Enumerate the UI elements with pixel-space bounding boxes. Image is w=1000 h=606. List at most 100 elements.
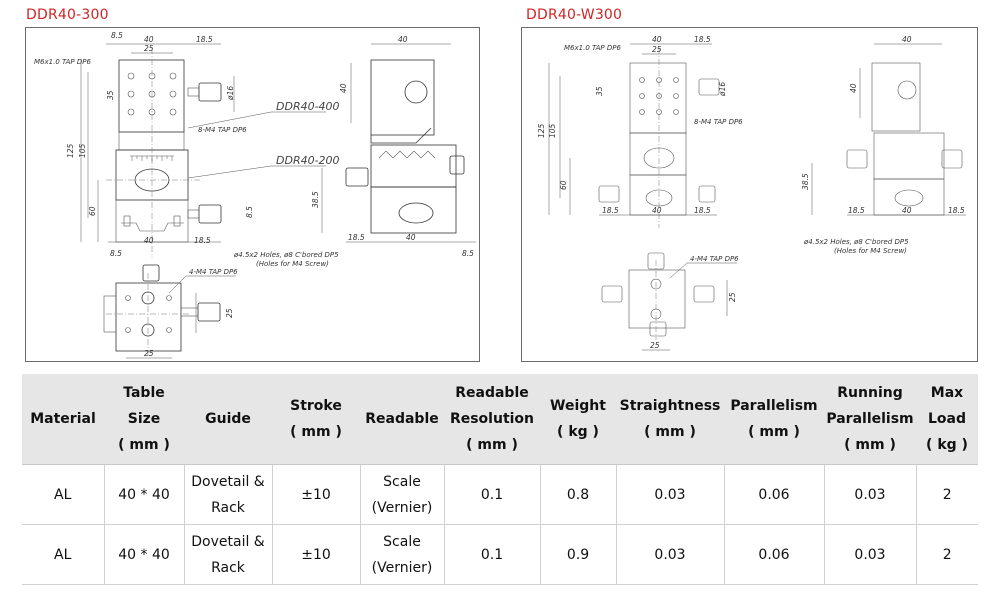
dim-125: 125 bbox=[66, 143, 75, 158]
note-m4-tap: 8-M4 TAP DP6 bbox=[198, 126, 247, 134]
right-drawing-title: DDR40-W300 bbox=[526, 7, 623, 23]
cell-text: ±10 bbox=[301, 486, 331, 503]
cell-parallelism: 0.06 bbox=[723, 464, 825, 525]
cell-text: 0.1 bbox=[480, 546, 504, 563]
cell-text: 0.03 bbox=[654, 486, 686, 503]
header-text: ( mm ) bbox=[644, 424, 696, 440]
cell-max-load: 2 bbox=[915, 524, 978, 585]
header-weight: Weight( kg ) bbox=[540, 374, 616, 465]
cell-text: AL bbox=[54, 486, 72, 503]
cell-text: Dovetail & bbox=[191, 473, 265, 490]
cell-text: 0.8 bbox=[566, 486, 590, 503]
table-row: AL 40 * 40 Dovetail &Rack ±10 Scale(Vernier)… bbox=[22, 464, 978, 525]
cell-running-parallelism: 0.03 bbox=[823, 524, 917, 585]
cell-readable: Scale(Vernier) bbox=[359, 464, 445, 525]
dim-r-18-5-b: 18.5 bbox=[602, 206, 619, 215]
dim-35: 35 bbox=[106, 90, 115, 100]
dim-r-35: 35 bbox=[595, 86, 604, 96]
header-material: Material bbox=[22, 374, 104, 465]
cell-readable-resolution: 0.1 bbox=[443, 464, 541, 525]
dim-side-40-b: 40 bbox=[406, 233, 416, 242]
dim-r-25: 25 bbox=[652, 45, 662, 54]
cell-text: AL bbox=[54, 546, 72, 563]
right-front-view bbox=[548, 43, 720, 228]
note-r-holes-1: ø4.5x2 Holes, ø8 C'bored DP5 bbox=[803, 238, 909, 246]
cell-straightness: 0.03 bbox=[615, 464, 725, 525]
dim-r-bottom-25-v: 25 bbox=[728, 292, 737, 302]
cell-text: 2 bbox=[942, 486, 952, 503]
tag-ddr40-400: DDR40-400 bbox=[276, 100, 340, 113]
dim-r-side-40: 40 bbox=[902, 35, 912, 44]
cell-text: 40 * 40 bbox=[118, 486, 170, 503]
cell-text: Scale bbox=[383, 533, 421, 550]
header-straightness: Straightness ( mm ) bbox=[616, 374, 724, 465]
cell-table-size: 40 * 40 bbox=[103, 464, 185, 525]
dim-left-25: 25 bbox=[144, 44, 154, 53]
right-bottom-view bbox=[601, 252, 728, 351]
cell-text: ±10 bbox=[301, 546, 331, 563]
header-readable: Readable bbox=[360, 374, 444, 465]
dim-r-side-18-5: 18.5 bbox=[848, 206, 865, 215]
header-text: Resolution bbox=[449, 411, 535, 427]
note-4-m4-tap: 4-M4 TAP DP6 bbox=[189, 268, 238, 276]
dim-bottom-25-v: 25 bbox=[225, 308, 234, 318]
cell-guide: Dovetail &Rack bbox=[183, 524, 273, 585]
header-text: Readable bbox=[365, 411, 439, 427]
dim-bottom-25: 25 bbox=[144, 349, 154, 358]
note-holes-2: (Holes for M4 Screw) bbox=[256, 260, 329, 268]
cell-running-parallelism: 0.03 bbox=[823, 464, 917, 525]
dim-r-40: 40 bbox=[652, 35, 662, 44]
header-text: ( mm ) bbox=[748, 424, 800, 440]
header-text: ( mm ) bbox=[844, 437, 896, 453]
header-text: ( mm ) bbox=[466, 437, 518, 453]
header-text: Parallelism bbox=[826, 411, 914, 427]
note-r-4-m4-tap: 4-M4 TAP DP6 bbox=[690, 255, 739, 263]
cell-material: AL bbox=[22, 524, 105, 585]
cell-text: 0.03 bbox=[654, 546, 686, 563]
cell-stroke: ±10 bbox=[271, 464, 361, 525]
dim-r-40-b: 40 bbox=[652, 206, 662, 215]
dim-r-18-5-b2: 18.5 bbox=[694, 206, 711, 215]
header-text: Material bbox=[30, 411, 96, 427]
cell-readable-resolution: 0.1 bbox=[443, 524, 541, 585]
dim-left-40: 40 bbox=[144, 35, 154, 44]
right-side-view bbox=[811, 43, 966, 216]
cell-weight: 0.9 bbox=[539, 524, 617, 585]
dim-105: 105 bbox=[78, 143, 87, 158]
cell-weight: 0.8 bbox=[539, 464, 617, 525]
dim-38-5: 38.5 bbox=[311, 191, 320, 208]
note-r-m4-tap: 8-M4 TAP DP6 bbox=[694, 118, 743, 126]
cell-text: (Vernier) bbox=[371, 559, 433, 576]
header-text: ( kg ) bbox=[926, 437, 968, 453]
cell-max-load: 2 bbox=[915, 464, 978, 525]
table-row: AL 40 * 40 Dovetail &Rack ±10 Scale (Vernier)… bbox=[22, 524, 978, 585]
header-text: ( mm ) bbox=[118, 437, 170, 453]
cell-text: 0.1 bbox=[480, 486, 504, 503]
cell-text: 0.03 bbox=[854, 486, 886, 503]
header-text: Load bbox=[927, 411, 966, 427]
cell-text: Rack bbox=[211, 559, 245, 576]
header-text: Readable bbox=[455, 385, 529, 401]
left-side-view bbox=[321, 43, 476, 243]
tag-ddr40-200: DDR40-200 bbox=[276, 154, 340, 167]
header-text: Straightness bbox=[619, 398, 721, 414]
header-text: Guide bbox=[205, 411, 251, 427]
cell-table-size: 40 * 40 bbox=[103, 524, 185, 585]
dim-side-40: 40 bbox=[398, 35, 408, 44]
cell-text: 2 bbox=[942, 546, 952, 563]
cell-text: 40 * 40 bbox=[118, 546, 170, 563]
header-text: Max bbox=[930, 385, 964, 401]
dim-18-5-bottom: 18.5 bbox=[194, 236, 211, 245]
cell-guide: Dovetail &Rack bbox=[183, 464, 273, 525]
note-holes-1: ø4.5x2 Holes, ø8 C'bored DP5 bbox=[233, 251, 339, 259]
left-technical-drawing: 8.5 40 18.5 25 M6x1.0 TAP DP6 8-M4 TAP D… bbox=[25, 27, 480, 362]
right-drawing-svg: 40 25 18.5 M6x1.0 TAP DP6 8-M4 TAP DP6 1… bbox=[537, 35, 966, 351]
dim-8-5-side: 8.5 bbox=[245, 206, 254, 218]
dim-r-38-5: 38.5 bbox=[801, 173, 810, 190]
dim-60: 60 bbox=[88, 206, 97, 216]
cell-text: 0.06 bbox=[758, 486, 790, 503]
cell-straightness: 0.03 bbox=[615, 524, 725, 585]
header-text: Size bbox=[127, 411, 161, 427]
